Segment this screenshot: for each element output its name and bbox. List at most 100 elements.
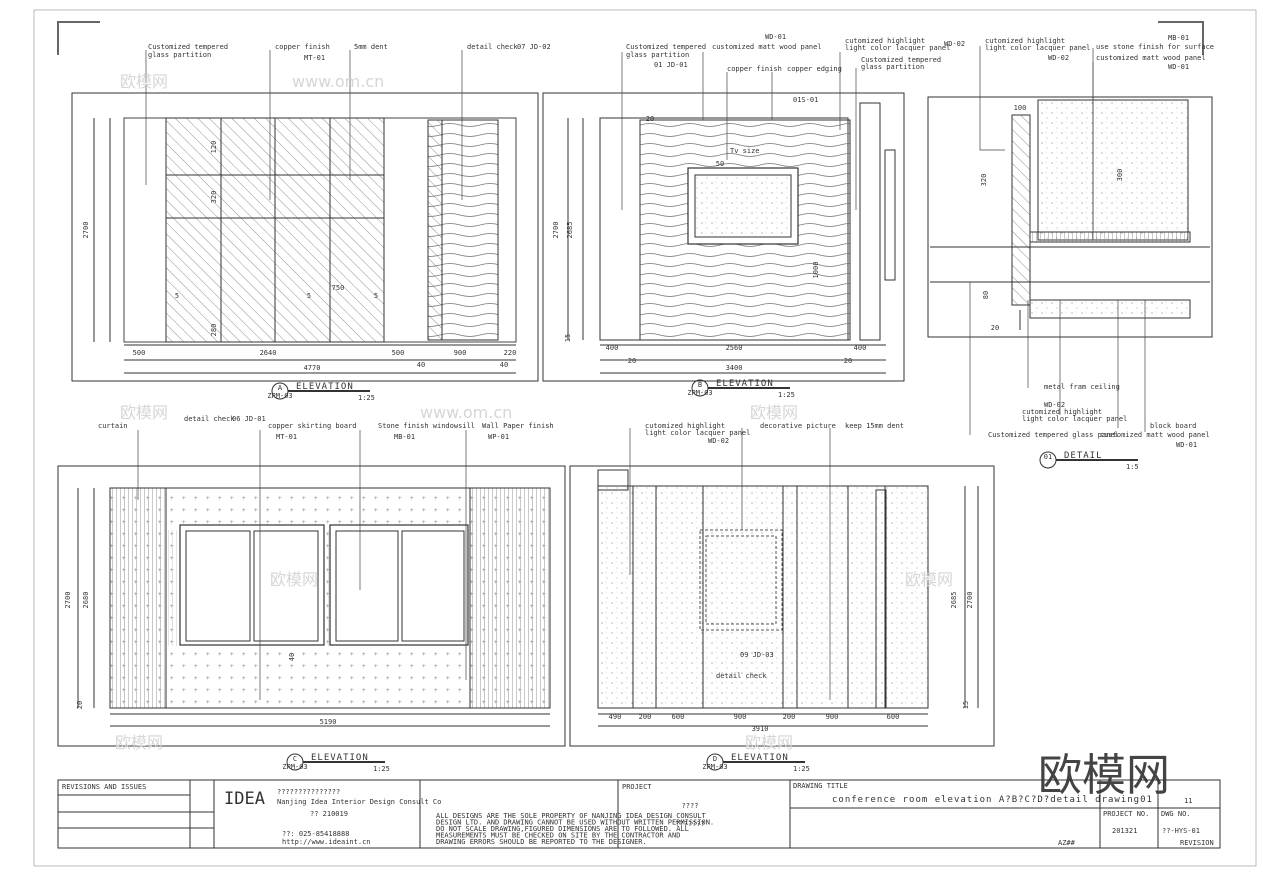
annotation-label: Customized tempered (626, 43, 706, 51)
annotation-label: WD-01 (1176, 441, 1197, 449)
dimension-value: 40 (417, 361, 425, 369)
dimension-value: 2685 (950, 592, 958, 609)
annotation-label: copper skirting board (268, 422, 357, 430)
annotation-label: MT-01 (304, 54, 325, 62)
dimension-value: 15 (564, 334, 572, 342)
annotation-label: decorative picture (760, 422, 836, 430)
annotation-label: light color lacquer panel (645, 429, 750, 437)
dimension-value: 500 (392, 349, 405, 357)
dimension-value: 220 (504, 349, 517, 357)
logo-watermark: 欧模网 (1038, 750, 1170, 801)
annotation-label: curtain (98, 422, 128, 430)
dimension-value: 50 (716, 160, 724, 168)
view-title: ELEVATION (296, 382, 354, 392)
view-sheet: ZPM-03 (687, 389, 712, 397)
dimension-value: 200 (783, 713, 796, 721)
svg-text:欧模网: 欧模网 (120, 72, 168, 91)
annotation-label: light color lacquer panel (1022, 415, 1127, 423)
annotation-label: 07 JD-02 (517, 43, 551, 51)
dimension-value: 900 (734, 713, 747, 721)
disclaimer-line: DO NOT SCALE DRAWING,FIGURED DIMENSIONS … (436, 825, 689, 833)
dimension-value: 900 (826, 713, 839, 721)
annotation-label: light color lacquer panel (845, 44, 950, 52)
annotation-label: WD-01 (1168, 63, 1189, 71)
svg-text:欧模网: 欧模网 (120, 403, 168, 422)
svg-text:欧模网: 欧模网 (115, 733, 163, 752)
dimension-value: 490 (609, 713, 622, 721)
annotation-label: metal fram ceiling (1044, 383, 1120, 391)
annotation-label: WD-01 (765, 33, 786, 41)
annotation-label: cutomized highlight (845, 37, 925, 45)
dimension-value: 900 (454, 349, 467, 357)
svg-text:欧模网: 欧模网 (905, 570, 953, 589)
project-label: PROJECT (622, 783, 652, 791)
annotation-label: Tv size (730, 147, 760, 155)
annotation-label: WD-02 (1048, 54, 1069, 62)
dimension-value: 5 (374, 292, 378, 300)
annotation-label: Wall Paper finish (482, 422, 554, 430)
annotation-label: keep 15mm dent (845, 422, 904, 430)
dimension-value: 80 (982, 291, 990, 299)
view-sheet: ZPM-03 (282, 763, 307, 771)
annotation-label: Customized tempered (861, 56, 941, 64)
firm-web: http://www.ideaint.cn (282, 838, 371, 846)
view-title: DETAIL (1064, 451, 1103, 461)
annotation-label: detail check (716, 672, 767, 680)
dimension-value: 20 (76, 701, 84, 709)
elevation-b (542, 92, 905, 382)
annotation-label: MT-01 (276, 433, 297, 441)
dimension-value: 2685 (566, 222, 574, 239)
dimension-value: 300 (1116, 169, 1124, 182)
project-no-label: PROJECT NO. (1103, 810, 1149, 818)
dimension-value: 1000 (812, 262, 820, 279)
annotation-label: detail check (467, 43, 518, 51)
dimension-value: 20 (646, 115, 654, 123)
dimension-value: 600 (887, 713, 900, 721)
dimension-value: 500 (133, 349, 146, 357)
svg-text:欧模网: 欧模网 (750, 403, 798, 422)
svg-text:欧模网: 欧模网 (745, 733, 793, 752)
elevation-d (569, 465, 995, 747)
annotation-label: copper edging (787, 65, 842, 73)
view-ref: A (278, 384, 283, 392)
annotation-label: 09 JD-03 (740, 651, 774, 659)
firm-address: ?? 210019 (310, 810, 348, 818)
annotation-label: MB-01 (1168, 34, 1189, 42)
az-code: AZ## (1058, 839, 1076, 847)
dimension-value: 320 (210, 191, 218, 204)
annotation-label: light color lacquer panel (985, 44, 1090, 52)
view-ref: 01 (1044, 453, 1052, 461)
dimension-value: 40 (500, 361, 508, 369)
annotation-label: copper finish (727, 65, 782, 73)
title-block (57, 779, 1221, 849)
revisions-heading: REVISIONS AND ISSUES (62, 783, 146, 791)
annotation-label: WD-02 (708, 437, 729, 445)
dimension-value: 280 (210, 324, 218, 337)
annotation-label: customized matt wood panel (1096, 54, 1206, 62)
view-sheet: ZPM-03 (267, 392, 292, 400)
leader-lines (137, 46, 1146, 700)
disclaimer-line: MEASUREMENTS MUST BE CHECKED ON SITE BY … (436, 832, 680, 840)
annotation-label: 01S-01 (793, 96, 818, 104)
annotation-label: customized matt wood panel (1100, 431, 1210, 439)
drawing-title: conference room elevation A?B?C?D?detail… (832, 795, 1153, 805)
annotation-label: 5mm dent (354, 43, 388, 51)
dimension-value: 2700 (82, 222, 90, 239)
dimension-value: 120 (210, 141, 218, 154)
elevation-c (57, 465, 566, 747)
view-sheet: ZPM-03 (702, 763, 727, 771)
view-title: ELEVATION (716, 379, 774, 389)
dimension-value: 3400 (726, 364, 743, 372)
dimension-value: 400 (606, 344, 619, 352)
dimension-value: 20 (991, 324, 999, 332)
annotation-label: 01 JD-01 (654, 61, 688, 69)
dimension-value: 40 (288, 653, 296, 661)
dimension-value: 2680 (82, 592, 90, 609)
annotation-label: cutomized highlight (985, 37, 1065, 45)
dimension-value: 15 (962, 701, 970, 709)
view-scale: 1:25 (778, 391, 795, 399)
dimension-value: 20 (628, 357, 636, 365)
annotation-label: glass partition (148, 51, 211, 59)
dimension-value: 2700 (966, 592, 974, 609)
